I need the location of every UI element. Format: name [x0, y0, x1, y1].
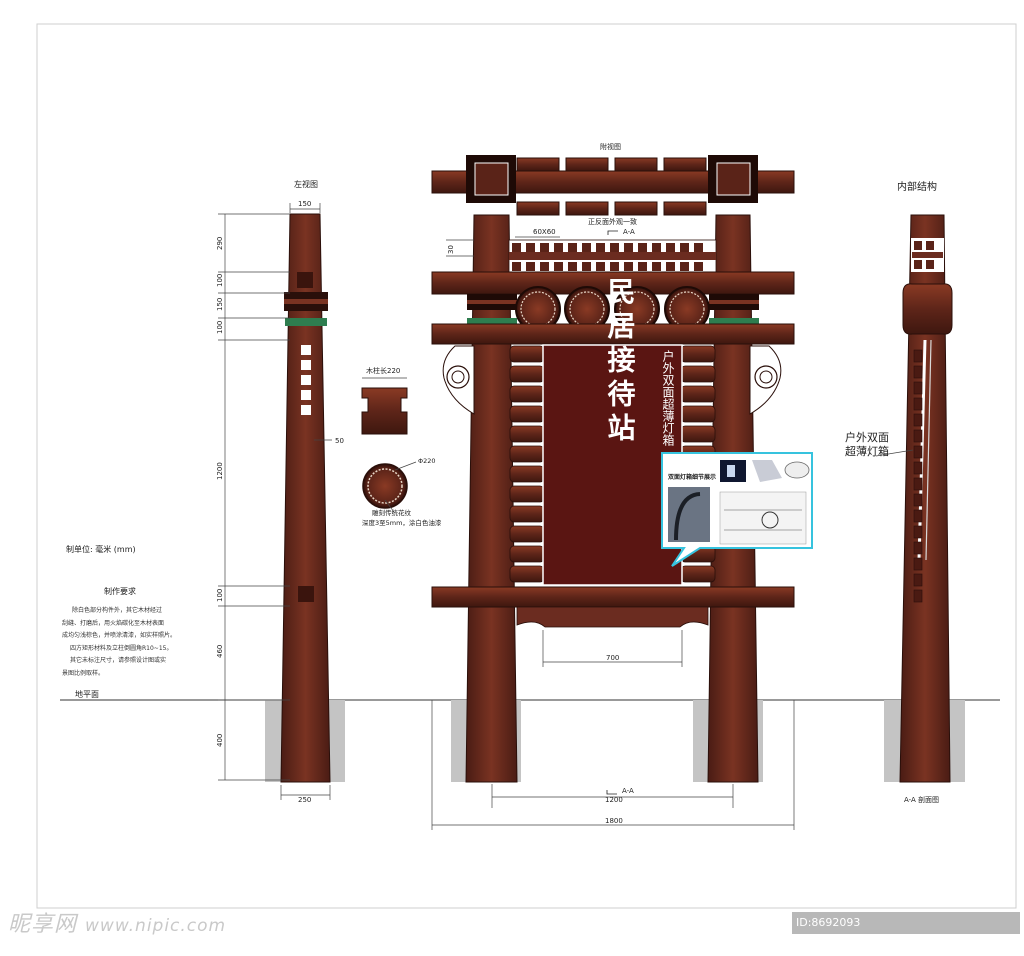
front-view: 附视图: [431, 142, 795, 830]
requirement-line: 景图比例取样。: [62, 669, 104, 677]
dim-1200-front: 1200: [605, 796, 623, 804]
dim-400: 400: [216, 734, 224, 747]
detail-title: 双面灯箱细节展示: [668, 473, 716, 481]
requirements-title: 制作要求: [104, 586, 136, 596]
green-band: [285, 318, 327, 326]
scroll-bracket-left: [442, 345, 475, 415]
unit-label: 制单位: 毫米 (mm): [66, 544, 136, 554]
sign-panel: [542, 344, 683, 586]
section-capital: [902, 283, 953, 335]
carved-disc: [362, 463, 408, 509]
requirement-line: 成均匀浅棕色，并喷涂清漆，如实样照片。: [62, 631, 176, 639]
watermark-site: 昵享网: [8, 912, 78, 937]
lightbox-side-label-2: 超薄灯箱: [845, 444, 889, 458]
left-view: 左视图 150 50 250: [216, 179, 345, 804]
beam-size-label: 60X60: [533, 228, 556, 236]
carve-label-1: 雕刻传统花纹: [372, 508, 412, 517]
column-profile: [361, 387, 408, 435]
dim-100c: 100: [216, 589, 224, 602]
watermark-url: www.nipic.com: [85, 916, 227, 936]
watermark-id: ID:8692093 NO:20151204144826442960: [792, 912, 1020, 951]
same-both-sides-label: 正反面外观一致: [588, 217, 637, 226]
third-crossbeam: [431, 323, 795, 345]
ground-line-label: 地平面: [75, 689, 99, 699]
dim-1200: 1200: [216, 462, 224, 480]
detail-photo-3: [784, 461, 810, 479]
watermark-logo: 昵享网 www.nipic.com: [8, 906, 226, 938]
dim-460: 460: [216, 645, 224, 658]
dim-290: 290: [216, 237, 224, 250]
dim-1800: 1800: [605, 817, 623, 825]
dim-side-offset: 50: [335, 437, 344, 445]
column-details: 木柱长220 Φ220 雕刻传统花纹 深度3至5mm，涂白色油漆: [361, 366, 442, 527]
inner-structure-label: 内部结构: [897, 180, 937, 193]
dim-30: 30: [447, 245, 455, 254]
requirement-line: 刮缝、打磨后，用火焰碳化至木材表面: [62, 619, 164, 627]
requirement-line: 四方矩形材料及立柱倒圆角R10~15。: [70, 644, 172, 652]
dim-700: 700: [606, 654, 619, 662]
second-crossbeam: [431, 271, 795, 295]
lightbox-side-label-1: 户外双面: [845, 430, 889, 444]
bottom-crossbeam: [431, 586, 795, 608]
section-post: [899, 214, 951, 783]
column-length-label: 木柱长220: [366, 366, 400, 375]
sheet-border: [36, 23, 1017, 909]
requirement-line: 除白色部分构件外，其它木材经过: [72, 606, 162, 614]
lightbox-vertical-label: 户外双面超薄灯箱: [661, 349, 675, 446]
dim-150: 150: [216, 298, 224, 311]
requirement-line: 其它未标注尺寸，请参照设计图或实: [70, 656, 166, 664]
detail-photo-2: [752, 460, 782, 482]
section-mark-bottom: A-A: [622, 787, 634, 795]
requirements-lines: 除白色部分构件外，其它木材经过 刮缝、打磨后，用火焰碳化至木材表面 成均匀浅棕色…: [62, 606, 176, 677]
section-mark-top: A-A: [623, 228, 635, 236]
top-crossbeam: [431, 170, 795, 194]
lightbox-detail-callout: 双面灯箱细节展示: [661, 452, 813, 567]
carve-label-2: 深度3至5mm，涂白色油漆: [362, 518, 442, 527]
top-view-label: 附视图: [600, 142, 621, 151]
section-view: 内部结构 户外双面 超薄灯箱 A-A 剖面图: [845, 180, 965, 804]
sign-title: 民居接待站: [604, 277, 637, 447]
dentil-band: [512, 243, 703, 271]
left-post: [280, 213, 331, 783]
dim-top-width: 150: [298, 200, 311, 208]
decorative-discs: [515, 286, 710, 332]
dim-100b: 100: [216, 321, 224, 334]
left-view-label: 左视图: [294, 179, 318, 189]
diameter-label: Φ220: [418, 457, 436, 465]
section-view-label: A-A 剖面图: [904, 795, 939, 804]
dim-bottom-width: 250: [298, 796, 311, 804]
left-post-peg: [297, 272, 313, 288]
detail-diagram: [719, 491, 807, 545]
dim-100a: 100: [216, 274, 224, 287]
scroll-bracket-right: [749, 345, 782, 415]
